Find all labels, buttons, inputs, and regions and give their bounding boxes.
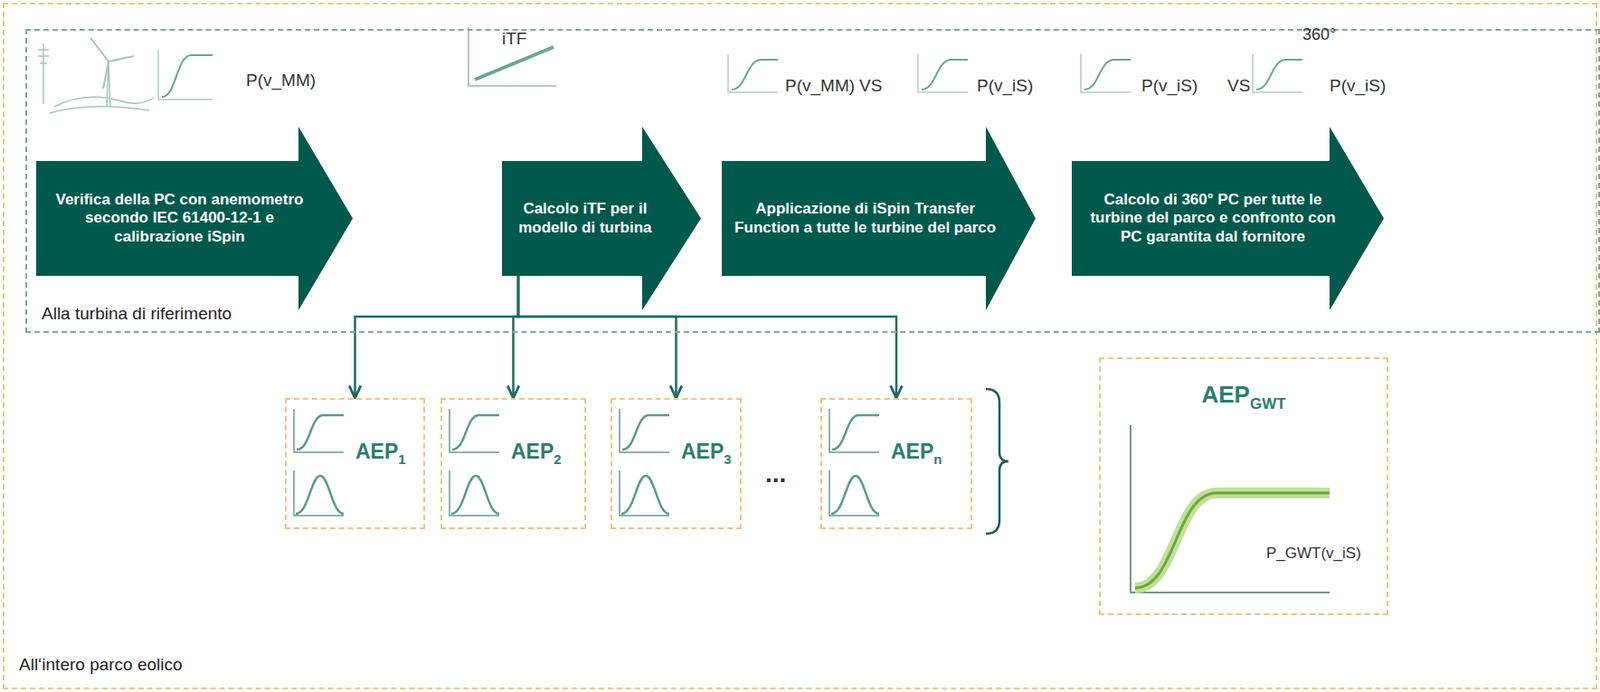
result-box: AEP3 [610,397,742,530]
power-curve-icon [1256,59,1303,90]
turbine-illustration [37,37,154,114]
arrow-text-area: Calcolo iTF per il modello di turbina [511,164,660,273]
gwt-band [1135,492,1330,588]
mini-axes [449,408,500,453]
process-arrow: Verifica della PC con anemometro secondo… [36,126,353,311]
connector [518,275,897,398]
ellipsis: ... [765,459,786,489]
curve-label: P_GWT(v_iS) [1266,544,1362,562]
result-box: AEPn [820,397,973,530]
step-text: Applicazione di iSpin Transfer Function … [730,199,1000,237]
result-box: AEPGWT P_GWT(v_iS) [1098,357,1389,616]
mini-axes [293,470,344,516]
aep-text-holder: AEP1 [355,439,407,464]
arrow-text-area: Verifica della PC con anemometro secondo… [45,164,314,273]
curve-caption: P(v_iS) [1141,75,1198,96]
frame-label-holder: All‘intero parco eolico [18,654,183,675]
process-arrow: Calcolo iTF per il modello di turbina [501,126,701,311]
arrow-shape [501,126,701,311]
aep-subscript: 1 [397,451,406,467]
mini-axes [829,408,880,453]
aep-label: AEP [355,439,398,464]
icon-axes [918,54,968,93]
step-text: Calcolo di 360° PC per tutte le turbine … [1080,190,1345,247]
arrow-shape [721,126,1036,311]
aep-label: AEP [681,439,724,464]
mini-power-curve [296,415,344,450]
bracket [985,388,1009,534]
connector [355,275,520,398]
curve-caption: P(v_iS) [1329,75,1386,96]
mini-distribution [621,475,670,514]
mini-power-curve [832,415,880,450]
mini-power-curve [452,415,500,450]
mini-axes [829,470,880,516]
curve-caption: VS [1227,75,1250,96]
curve-caption: iTF [501,28,527,49]
aep-subscript: GWT [1249,395,1287,414]
turbine-blades [90,37,134,89]
curve-caption: P(v_MM) [785,75,855,96]
mini-axes [619,408,670,453]
process-arrow: Applicazione di iSpin Transfer Function … [721,126,1036,311]
curve-caption: P(v_MM) [246,70,316,91]
aep-subscript: 3 [723,451,731,467]
gwt-title-holder: AEPGWT [1100,380,1387,409]
power-curve-icon [161,55,213,97]
icon-axes [158,49,213,100]
curve-label-holder: P_GWT(v_iS) [1266,544,1362,563]
region-label: Alla turbina di riferimento [41,303,232,323]
arrow-text-area: Calcolo di 360° PC per tutte le turbine … [1080,164,1345,273]
aep-subscript: 2 [553,451,561,467]
gwt-curve [1135,492,1330,588]
curve-caption: VS [859,75,882,96]
power-curve-icon [921,59,968,90]
aep-label: AEP [511,439,554,464]
power-curve-icon [1084,59,1131,90]
aep-text-holder: AEP2 [511,439,562,464]
power-curve-icon [731,59,778,90]
mini-distribution [451,475,500,514]
icon-axes [728,54,778,93]
aep-label: AEP [890,439,934,464]
result-box: AEP1 [284,397,426,530]
curve-caption: P(v_iS) [976,75,1033,96]
arrow-shape [1071,126,1384,311]
mini-power-curve [622,415,670,450]
result-box: AEP2 [440,397,587,530]
icon-axes [1080,54,1131,93]
aep-text-holder: AEP3 [681,439,732,464]
aep-label: AEP [1201,380,1250,409]
region-label: All‘intero parco eolico [18,654,183,674]
hills [49,96,154,114]
mini-distribution [831,475,880,514]
itf-axes [468,27,557,86]
icon-axes [1252,54,1303,93]
mini-distribution [295,475,344,514]
step-text: Verifica della PC con anemometro secondo… [45,190,314,247]
frame-label-holder: Alla turbina di riferimento [41,303,232,324]
process-arrow: Calcolo di 360° PC per tutte le turbine … [1071,126,1384,311]
mini-axes [619,470,670,516]
arrow-text-area: Applicazione di iSpin Transfer Function … [730,164,1000,273]
mini-axes [449,470,500,516]
aep-text-holder: AEPn [890,439,942,464]
mini-axes [293,408,344,453]
step-text: Calcolo iTF per il modello di turbina [511,199,660,237]
arrow-shape [36,126,353,311]
gwt-curve-figure [1130,425,1330,593]
curve-caption: 360° [1302,25,1336,45]
itf-icon [468,27,557,86]
gwt-axes [1130,425,1330,593]
itf-line [474,47,554,80]
met-mast [37,43,49,105]
aep-subscript: n [933,451,942,467]
